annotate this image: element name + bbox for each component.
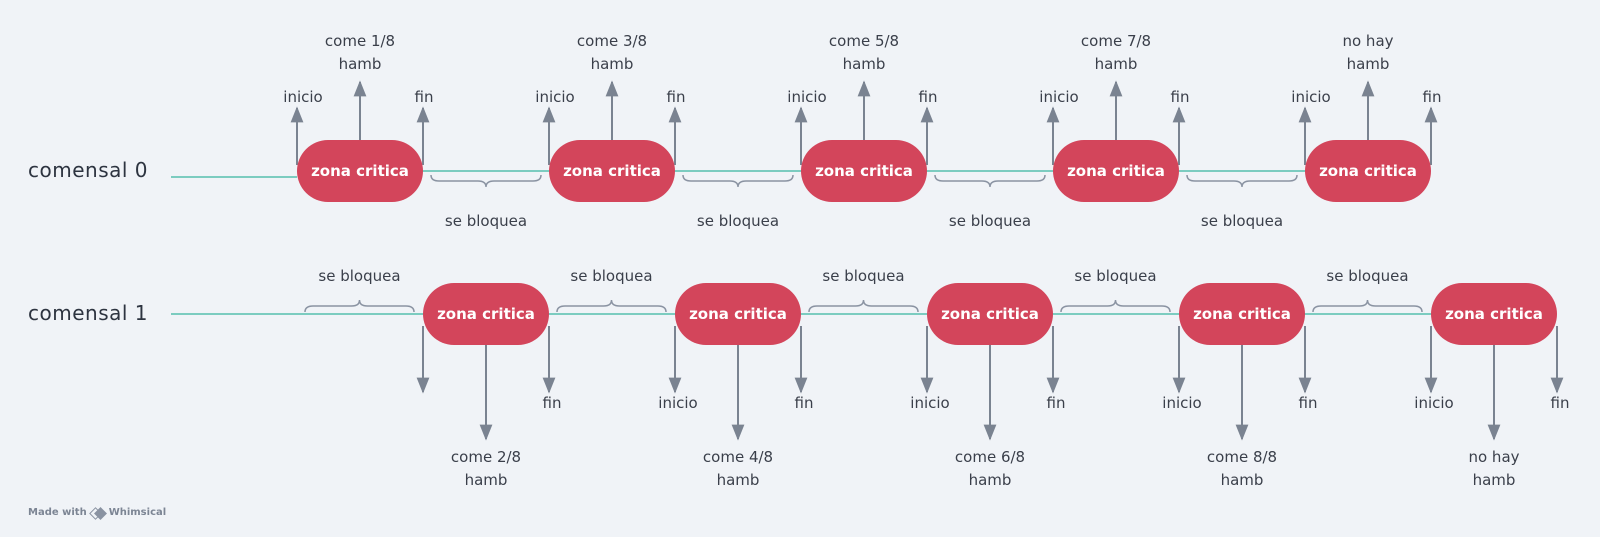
eat-label: come 8/8 xyxy=(1207,448,1277,466)
eat-label-hamb: hamb xyxy=(1347,55,1390,73)
critical-zone-pill[interactable] xyxy=(1179,283,1305,345)
block-brace xyxy=(1060,299,1171,313)
eat-label-hamb: hamb xyxy=(1221,471,1264,489)
eat-label: come 2/8 xyxy=(451,448,521,466)
critical-zone-label: zona critica xyxy=(1067,162,1165,180)
whimsical-logo-icon xyxy=(91,508,105,518)
block-label: se bloquea xyxy=(697,212,779,230)
start-label: inicio xyxy=(283,88,322,106)
made-with-label: Made with xyxy=(28,507,87,518)
eat-label-hamb: hamb xyxy=(1095,55,1138,73)
end-label: fin xyxy=(415,88,434,106)
critical-zone-pill[interactable] xyxy=(675,283,801,345)
end-label: fin xyxy=(667,88,686,106)
end-label: fin xyxy=(1171,88,1190,106)
end-label: fin xyxy=(1423,88,1442,106)
eat-label: no hay xyxy=(1468,448,1519,466)
critical-zone-pill[interactable] xyxy=(423,283,549,345)
critical-zone-pill[interactable] xyxy=(1431,283,1557,345)
block-brace xyxy=(1186,174,1298,188)
block-brace xyxy=(808,299,919,313)
critical-zone-label: zona critica xyxy=(1445,305,1543,323)
block-brace xyxy=(304,299,415,313)
row-label-comensal-1: comensal 1 xyxy=(28,301,149,325)
critical-zone-pill[interactable] xyxy=(297,140,423,202)
critical-zone-label: zona critica xyxy=(437,305,535,323)
eat-label-hamb: hamb xyxy=(969,471,1012,489)
start-label: inicio xyxy=(1162,394,1201,412)
eat-label-hamb: hamb xyxy=(717,471,760,489)
eat-label: come 7/8 xyxy=(1081,32,1151,50)
critical-zone-pill[interactable] xyxy=(1053,140,1179,202)
eat-label: come 4/8 xyxy=(703,448,773,466)
block-label: se bloquea xyxy=(570,267,652,285)
eat-label: come 6/8 xyxy=(955,448,1025,466)
end-label: fin xyxy=(795,394,814,412)
eat-label: come 5/8 xyxy=(829,32,899,50)
critical-zone-label: zona critica xyxy=(815,162,913,180)
start-label: inicio xyxy=(1414,394,1453,412)
critical-zone-label: zona critica xyxy=(1193,305,1291,323)
critical-zone-label: zona critica xyxy=(563,162,661,180)
critical-zone-label: zona critica xyxy=(311,162,409,180)
critical-zone-pill[interactable] xyxy=(801,140,927,202)
block-label: se bloquea xyxy=(1201,212,1283,230)
end-label: fin xyxy=(1551,394,1570,412)
block-brace xyxy=(430,174,542,188)
block-label: se bloquea xyxy=(949,212,1031,230)
eat-label-hamb: hamb xyxy=(1473,471,1516,489)
start-label: inicio xyxy=(1291,88,1330,106)
block-brace xyxy=(1312,299,1423,313)
block-label: se bloquea xyxy=(445,212,527,230)
block-brace xyxy=(934,174,1046,188)
end-label: fin xyxy=(1047,394,1066,412)
end-label: fin xyxy=(919,88,938,106)
block-label: se bloquea xyxy=(1074,267,1156,285)
block-brace xyxy=(682,174,794,188)
whimsical-brand: Whimsical xyxy=(108,507,167,518)
end-label: fin xyxy=(543,394,562,412)
block-label: se bloquea xyxy=(822,267,904,285)
row-label-comensal-0: comensal 0 xyxy=(28,158,149,182)
critical-zone-label: zona critica xyxy=(689,305,787,323)
start-label: inicio xyxy=(1039,88,1078,106)
block-label: se bloquea xyxy=(318,267,400,285)
eat-label: come 1/8 xyxy=(325,32,395,50)
start-label: inicio xyxy=(787,88,826,106)
critical-zone-label: zona critica xyxy=(1319,162,1417,180)
eat-label-hamb: hamb xyxy=(843,55,886,73)
start-label: inicio xyxy=(910,394,949,412)
start-label: inicio xyxy=(535,88,574,106)
eat-label-hamb: hamb xyxy=(465,471,508,489)
critical-zone-pill[interactable] xyxy=(549,140,675,202)
critical-zone-pill[interactable] xyxy=(927,283,1053,345)
critical-zone-pill[interactable] xyxy=(1305,140,1431,202)
critical-zone-label: zona critica xyxy=(941,305,1039,323)
block-label: se bloquea xyxy=(1326,267,1408,285)
footer-made-with[interactable]: Made with Whimsical xyxy=(28,507,166,518)
eat-label-hamb: hamb xyxy=(591,55,634,73)
start-label: inicio xyxy=(658,394,697,412)
end-label: fin xyxy=(1299,394,1318,412)
eat-label: no hay xyxy=(1342,32,1393,50)
eat-label-hamb: hamb xyxy=(339,55,382,73)
eat-label: come 3/8 xyxy=(577,32,647,50)
block-brace xyxy=(556,299,667,313)
